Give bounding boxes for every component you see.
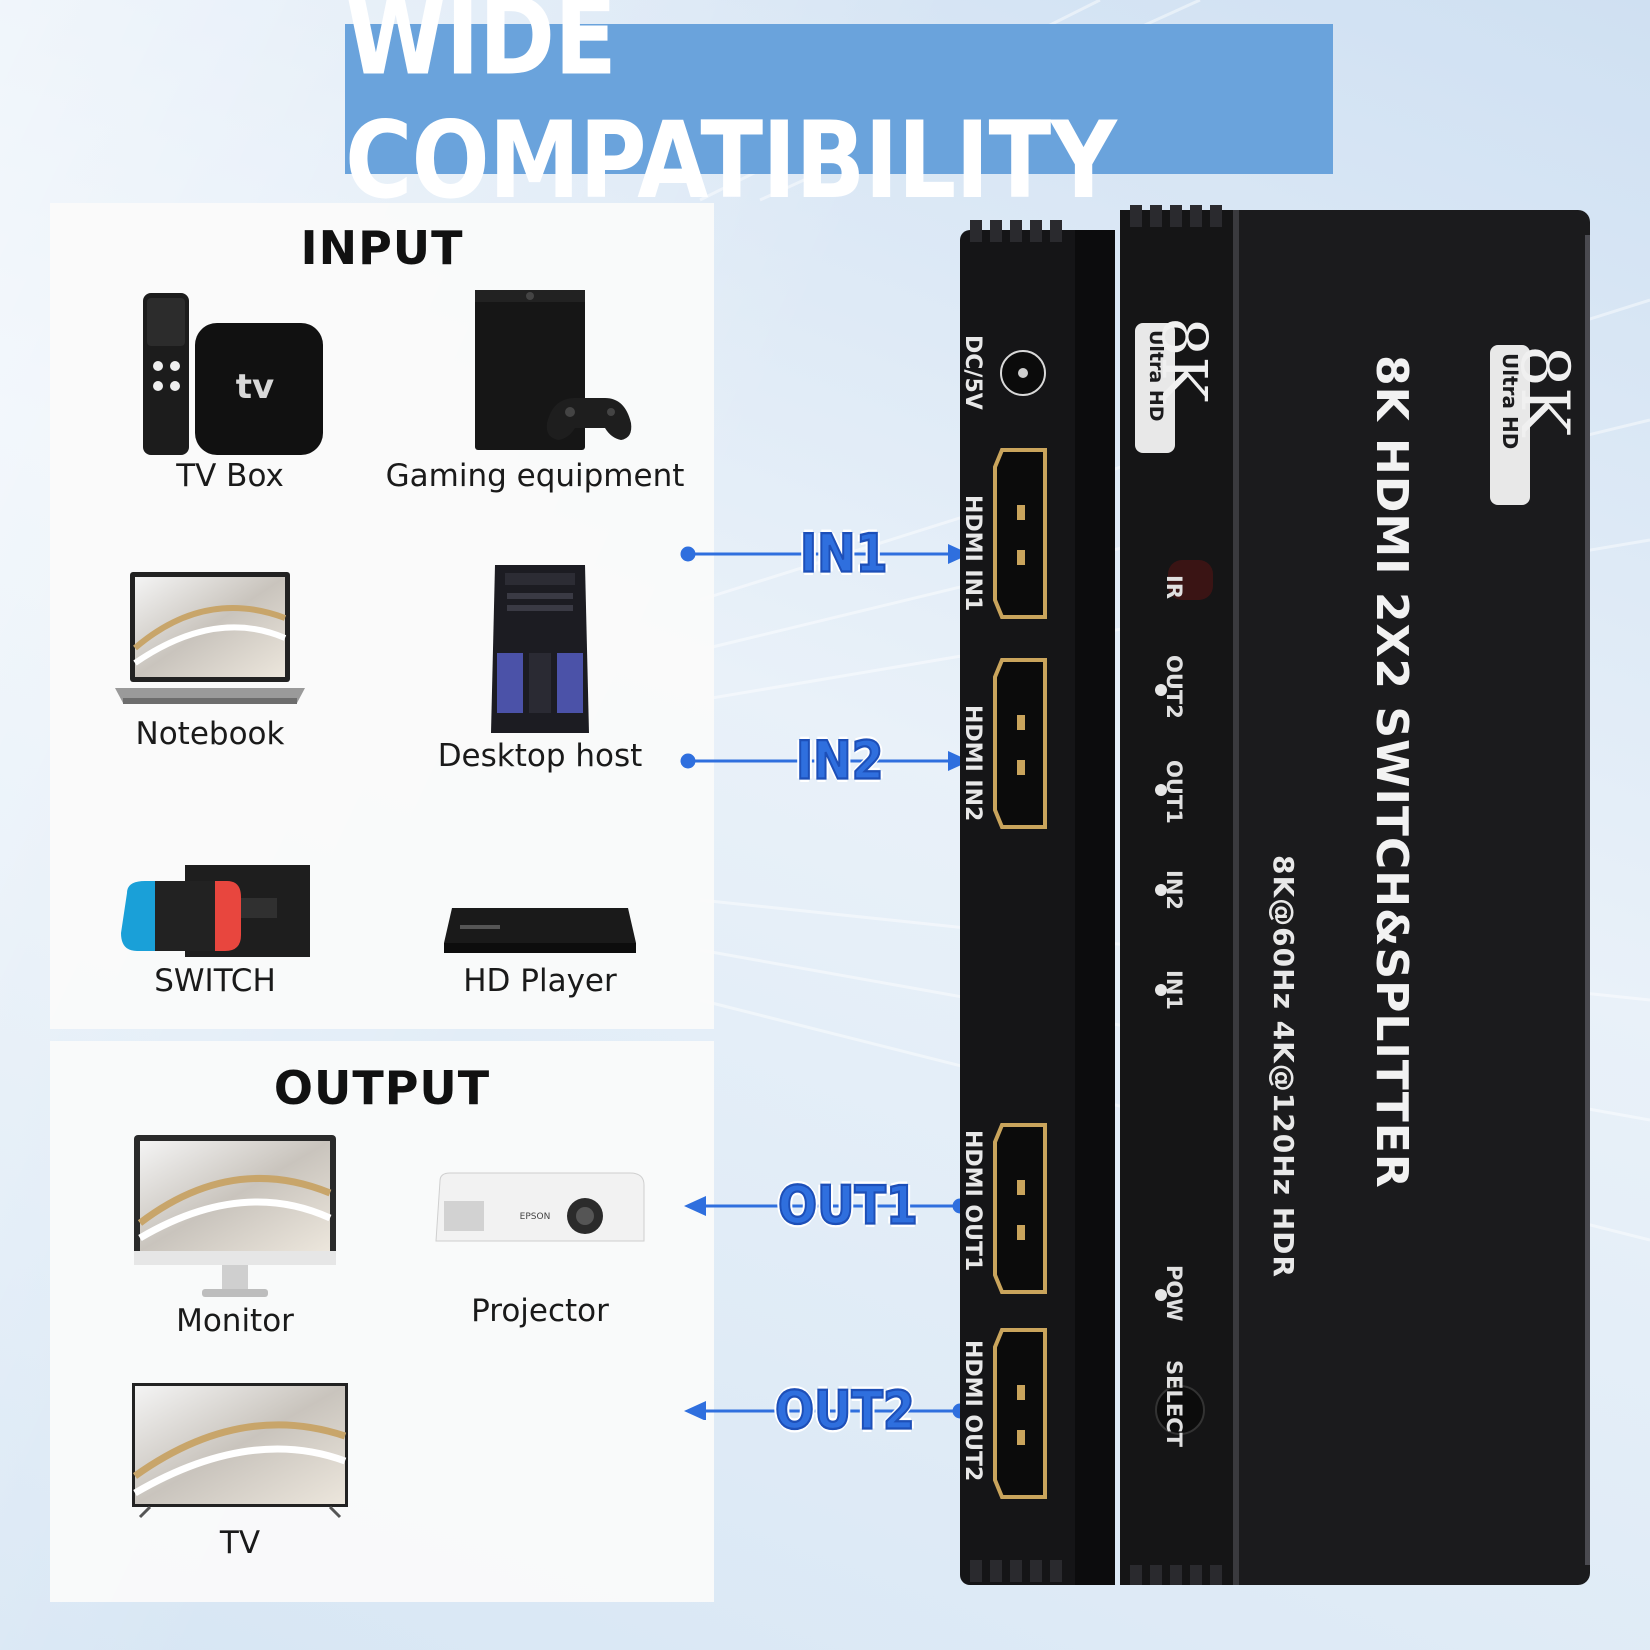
output-panel: OUTPUT Monitor EPSON Projecto — [50, 1041, 714, 1602]
title-banner: WIDE COMPATIBILITY — [345, 0, 1333, 222]
led-in1-label: IN1 — [1162, 970, 1186, 1011]
input-panel: INPUT tv TV Box Gaming equipment — [50, 203, 714, 1029]
device-label: TV Box — [176, 458, 284, 494]
device-label: Notebook — [135, 716, 285, 752]
device-monitor: Monitor — [130, 1133, 340, 1339]
in1-tag: IN1 — [799, 521, 889, 585]
device-tv-box: tv TV Box — [120, 288, 340, 494]
hdmi-in1-label: HDMI IN1 — [960, 495, 985, 612]
device-switch: SWITCH — [115, 863, 315, 999]
dc-label: DC/5V — [960, 335, 985, 410]
in2-tag: IN2 — [795, 728, 885, 792]
game-console-icon — [475, 290, 632, 450]
handheld-console-icon — [121, 865, 310, 957]
device-label: Desktop host — [437, 738, 643, 774]
device-projector: EPSON Projector — [410, 1171, 670, 1329]
led-out2-label: OUT2 — [1162, 655, 1186, 719]
blu-ray-player-icon — [444, 908, 636, 953]
laptop-icon — [115, 572, 305, 704]
device-label: Gaming equipment — [385, 458, 685, 494]
monitor-icon — [134, 1135, 336, 1297]
hdmi-out1-label: HDMI OUT1 — [960, 1130, 985, 1272]
led-pow-label: POW — [1162, 1265, 1186, 1322]
select-label: SELECT — [1162, 1360, 1186, 1447]
hdmi-switch-device: DC/5V HDMI IN1 HDMI IN2 HDMI OUT1 HDMI O… — [955, 205, 1595, 1585]
input-title: INPUT — [300, 221, 464, 275]
device-label: TV — [219, 1525, 261, 1561]
tv-logo-text: tv — [236, 367, 274, 407]
badge-8k-right: 8K — [1506, 345, 1583, 437]
tv-box-icon: tv — [143, 293, 323, 455]
device-hd-player: HD Player — [390, 903, 690, 999]
device-desktop: Desktop host — [390, 563, 690, 774]
device-gaming: Gaming equipment — [370, 288, 700, 494]
led-in2-label: IN2 — [1162, 870, 1186, 911]
badge-8k-left: 8K — [1148, 317, 1221, 403]
device-label: Monitor — [176, 1303, 294, 1339]
product-headline: 8K HDMI 2X2 SWITCH&SPLITTER — [1366, 355, 1417, 1189]
connector-lines — [680, 544, 970, 1420]
device-label: HD Player — [463, 963, 617, 999]
hdmi-in2-label: HDMI IN2 — [960, 705, 985, 822]
led-ir-label: IR — [1162, 575, 1186, 599]
page-title: WIDE COMPATIBILITY — [345, 0, 1117, 223]
tv-icon — [132, 1383, 348, 1519]
projector-brand: EPSON — [520, 1212, 551, 1222]
projector-icon: EPSON — [435, 1172, 645, 1242]
product-spec: 8K@60Hz 4K@120Hz HDR — [1267, 855, 1300, 1278]
output-title: OUTPUT — [273, 1061, 491, 1115]
device-tv: TV — [130, 1381, 350, 1561]
hdmi-out2-label: HDMI OUT2 — [960, 1340, 985, 1482]
device-body — [960, 205, 1590, 1585]
device-notebook: Notebook — [105, 568, 315, 752]
desktop-tower-icon — [491, 565, 589, 733]
device-label: SWITCH — [154, 963, 276, 999]
led-out1-label: OUT1 — [1162, 760, 1186, 824]
device-label: Projector — [471, 1293, 609, 1329]
out2-tag: OUT2 — [774, 1378, 916, 1442]
out1-tag: OUT1 — [777, 1173, 919, 1237]
